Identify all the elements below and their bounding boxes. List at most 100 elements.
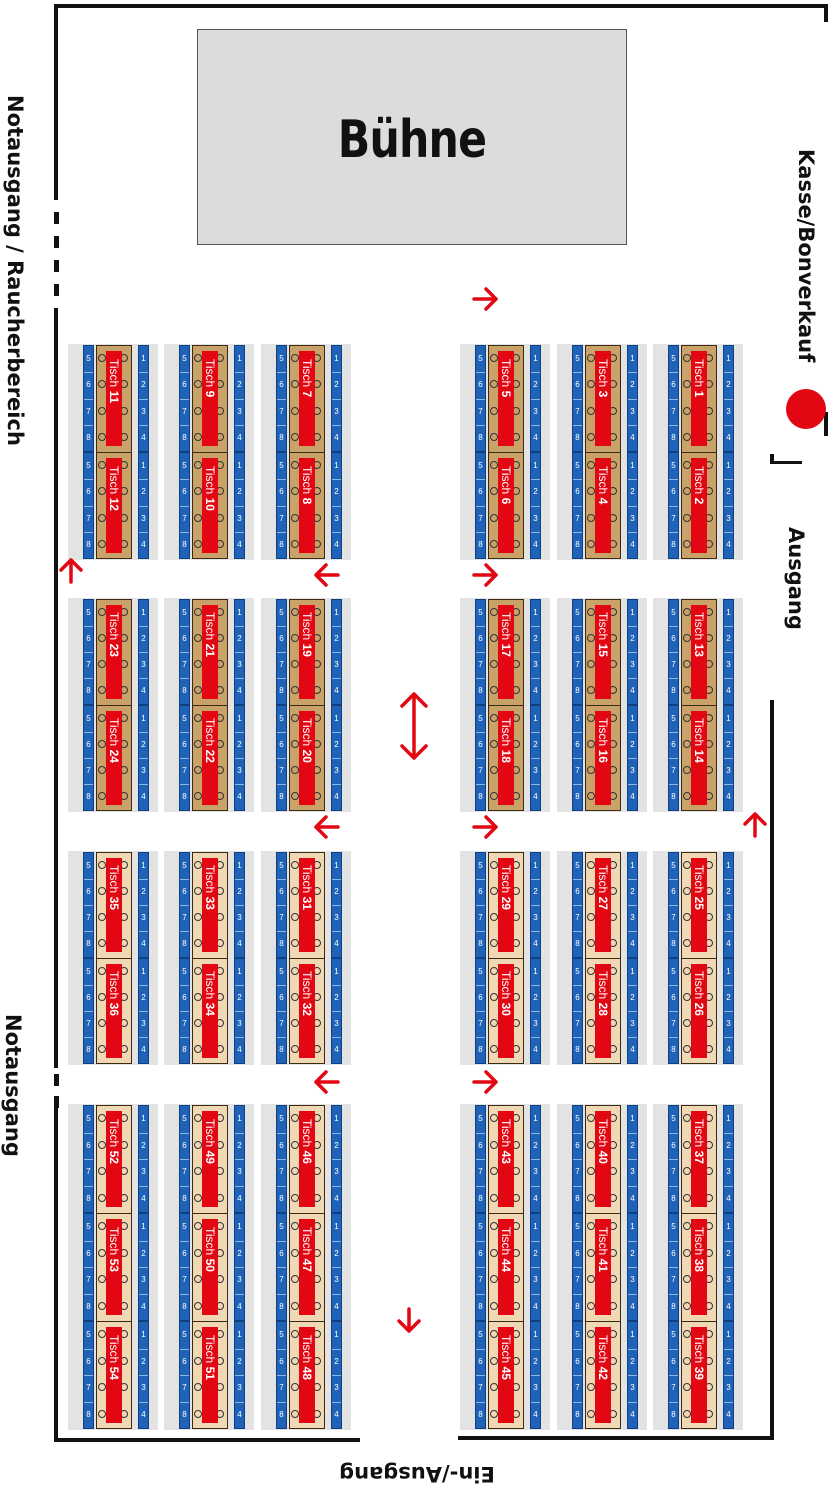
table-54[interactable]: Tisch 54 [106, 1327, 122, 1423]
seat-number[interactable]: 7 [671, 766, 676, 775]
seat-number[interactable]: 4 [630, 539, 635, 549]
seat-number[interactable]: 8 [478, 939, 483, 948]
seat-number[interactable]: 3 [237, 1167, 242, 1177]
seat-number[interactable]: 1 [630, 1330, 635, 1340]
table-21[interactable]: Tisch 21 [202, 605, 218, 699]
seat-number[interactable]: 5 [86, 714, 91, 723]
seat-number[interactable]: 8 [575, 1301, 580, 1311]
seat-number[interactable]: 6 [671, 1248, 676, 1258]
seat-number[interactable]: 4 [726, 539, 731, 549]
seat-number[interactable]: 7 [478, 766, 483, 775]
seat-number[interactable]: 5 [86, 1114, 91, 1124]
seat-number[interactable]: 8 [478, 1301, 483, 1311]
seat-number[interactable]: 2 [726, 887, 731, 896]
seat-number[interactable]: 3 [630, 1167, 635, 1177]
table-31[interactable]: Tisch 31 [299, 858, 315, 952]
seat-number[interactable]: 8 [182, 686, 187, 695]
seat-number[interactable]: 1 [726, 354, 731, 364]
seat-number[interactable]: 3 [334, 1019, 339, 1028]
seat-number[interactable]: 3 [237, 406, 242, 416]
seat-number[interactable]: 6 [478, 1356, 483, 1366]
seat-number[interactable]: 6 [478, 740, 483, 749]
seat-number[interactable]: 5 [478, 608, 483, 617]
seat-number[interactable]: 3 [533, 1275, 538, 1285]
seat-number[interactable]: 8 [671, 792, 676, 801]
seat-number[interactable]: 1 [334, 1330, 339, 1340]
seat-number[interactable]: 6 [182, 740, 187, 749]
seat-number[interactable]: 6 [575, 1140, 580, 1150]
seat-number[interactable]: 4 [630, 686, 635, 695]
table-2[interactable]: Tisch 2 [691, 458, 707, 553]
seat-number[interactable]: 7 [182, 1167, 187, 1177]
seat-number[interactable]: 7 [86, 1383, 91, 1393]
seat-number[interactable]: 1 [141, 461, 146, 471]
seat-number[interactable]: 6 [671, 487, 676, 497]
seat-number[interactable]: 7 [671, 913, 676, 922]
seat-number[interactable]: 3 [334, 406, 339, 416]
seat-number[interactable]: 3 [141, 1275, 146, 1285]
seat-number[interactable]: 1 [533, 1114, 538, 1124]
seat-number[interactable]: 1 [726, 967, 731, 976]
seat-number[interactable]: 6 [575, 1248, 580, 1258]
table-22[interactable]: Tisch 22 [202, 711, 218, 805]
seat-number[interactable]: 7 [671, 1383, 676, 1393]
seat-number[interactable]: 5 [86, 861, 91, 870]
seat-number[interactable]: 8 [279, 1045, 284, 1054]
seat-number[interactable]: 4 [533, 1045, 538, 1054]
seat-number[interactable]: 1 [726, 1114, 731, 1124]
seat-number[interactable]: 4 [726, 432, 731, 442]
table-8[interactable]: Tisch 8 [299, 458, 315, 553]
seat-number[interactable]: 2 [726, 993, 731, 1002]
seat-number[interactable]: 2 [726, 740, 731, 749]
seat-number[interactable]: 4 [726, 1301, 731, 1311]
seat-number[interactable]: 6 [86, 487, 91, 497]
seat-number[interactable]: 4 [334, 432, 339, 442]
seat-number[interactable]: 2 [141, 993, 146, 1002]
seat-number[interactable]: 6 [182, 887, 187, 896]
seat-number[interactable]: 3 [533, 513, 538, 523]
seat-number[interactable]: 3 [533, 766, 538, 775]
seat-number[interactable]: 7 [182, 1275, 187, 1285]
seat-number[interactable]: 8 [279, 1301, 284, 1311]
seat-number[interactable]: 6 [575, 887, 580, 896]
seat-number[interactable]: 6 [279, 1140, 284, 1150]
table-35[interactable]: Tisch 35 [106, 858, 122, 952]
table-44[interactable]: Tisch 44 [498, 1219, 514, 1315]
seat-number[interactable]: 6 [478, 634, 483, 643]
seat-number[interactable]: 3 [141, 1167, 146, 1177]
seat-number[interactable]: 7 [86, 1167, 91, 1177]
seat-number[interactable]: 5 [86, 354, 91, 364]
seat-number[interactable]: 2 [334, 1248, 339, 1258]
seat-number[interactable]: 7 [86, 406, 91, 416]
seat-number[interactable]: 8 [182, 939, 187, 948]
seat-number[interactable]: 7 [478, 660, 483, 669]
seat-number[interactable]: 8 [478, 432, 483, 442]
seat-number[interactable]: 1 [533, 967, 538, 976]
seat-number[interactable]: 3 [334, 1167, 339, 1177]
seat-number[interactable]: 5 [182, 714, 187, 723]
table-42[interactable]: Tisch 42 [595, 1327, 611, 1423]
seat-number[interactable]: 3 [726, 1275, 731, 1285]
table-46[interactable]: Tisch 46 [299, 1111, 315, 1207]
seat-number[interactable]: 7 [575, 1275, 580, 1285]
seat-number[interactable]: 5 [279, 1330, 284, 1340]
seat-number[interactable]: 7 [279, 513, 284, 523]
seat-number[interactable]: 1 [726, 608, 731, 617]
table-14[interactable]: Tisch 14 [691, 711, 707, 805]
seat-number[interactable]: 5 [478, 714, 483, 723]
seat-number[interactable]: 5 [478, 1222, 483, 1232]
seat-number[interactable]: 5 [182, 608, 187, 617]
seat-number[interactable]: 4 [630, 432, 635, 442]
table-49[interactable]: Tisch 49 [202, 1111, 218, 1207]
table-20[interactable]: Tisch 20 [299, 711, 315, 805]
seat-number[interactable]: 1 [630, 608, 635, 617]
seat-number[interactable]: 1 [533, 861, 538, 870]
seat-number[interactable]: 5 [478, 1114, 483, 1124]
seat-number[interactable]: 1 [726, 714, 731, 723]
seat-number[interactable]: 2 [334, 1356, 339, 1366]
seat-number[interactable]: 3 [630, 1019, 635, 1028]
table-41[interactable]: Tisch 41 [595, 1219, 611, 1315]
seat-number[interactable]: 8 [575, 432, 580, 442]
seat-number[interactable]: 8 [279, 1409, 284, 1419]
seat-number[interactable]: 6 [575, 1356, 580, 1366]
